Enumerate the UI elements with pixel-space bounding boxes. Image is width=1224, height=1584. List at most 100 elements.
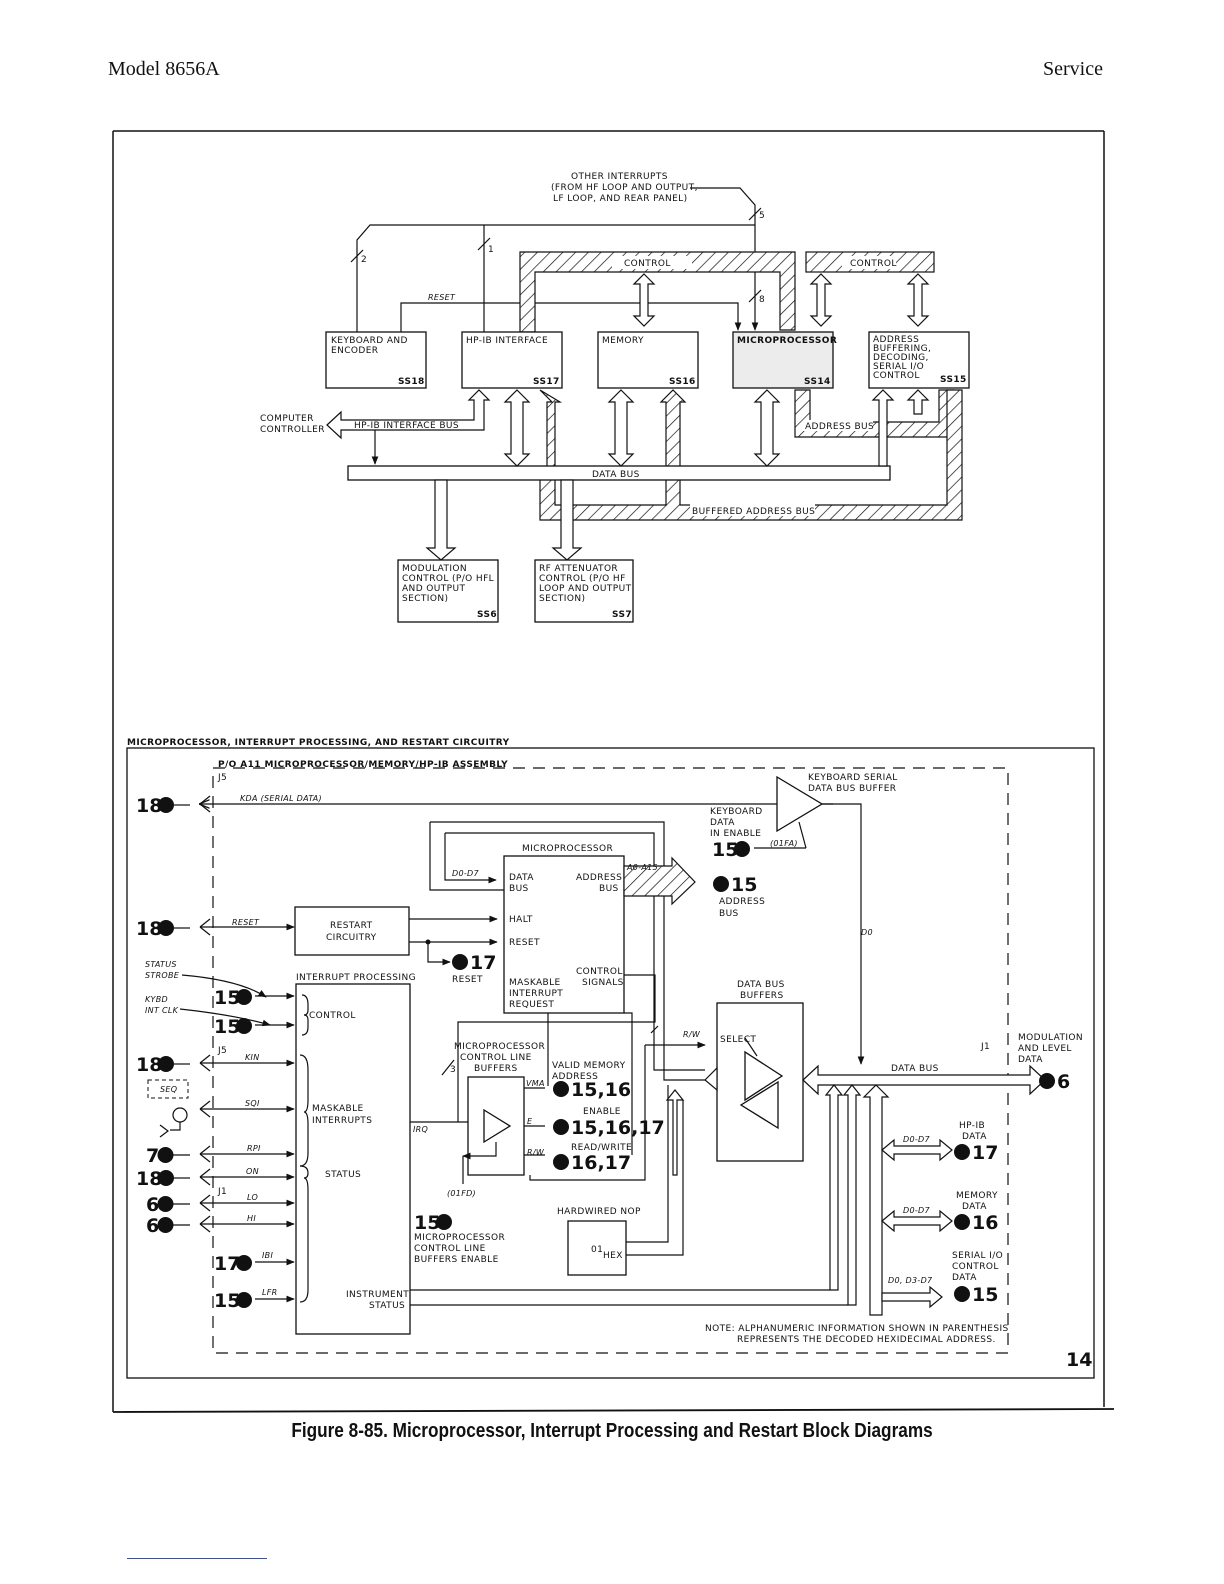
svg-text:D0-D7: D0-D7 <box>903 1206 930 1215</box>
modulation-control-block: MODULATION CONTROL (P/O HFL AND OUTPUT S… <box>397 559 499 623</box>
svg-text:R/W: R/W <box>683 1030 701 1039</box>
svg-text:MICROPROCESSOR: MICROPROCESSOR <box>522 844 613 854</box>
svg-text:J5: J5 <box>217 773 227 783</box>
svg-text:D0-D7: D0-D7 <box>903 1135 930 1144</box>
ref-marker-15-16-q: 15,16 Q <box>553 1079 631 1101</box>
svg-text:15: 15 <box>712 839 738 861</box>
svg-text:RESET: RESET <box>452 975 483 985</box>
header-model: Model 8656A <box>108 58 220 80</box>
keyboard-serial-buffer <box>776 775 824 833</box>
svg-text:SS17: SS17 <box>533 377 560 387</box>
microprocessor-block: MICROPROCESSOR SS14 <box>732 331 837 389</box>
svg-text:U: U <box>958 1146 967 1159</box>
svg-text:6: 6 <box>146 1215 159 1237</box>
svg-text:V: V <box>958 1288 967 1301</box>
svg-text:VMA: VMA <box>526 1079 545 1088</box>
svg-text:SS14: SS14 <box>804 377 831 387</box>
buffered-address-bus <box>539 389 963 521</box>
keyboard-enable-label: KEYBOARD DATA IN ENABLE <box>710 807 766 839</box>
ref-marker-17-u: 17 U <box>954 1142 998 1164</box>
svg-text:Y: Y <box>161 1172 171 1185</box>
svg-text:15: 15 <box>731 874 757 896</box>
hpib-interface-block: HP-IB INTERFACE SS17 <box>461 331 563 389</box>
svg-text:L: L <box>440 1216 447 1229</box>
svg-text:J1: J1 <box>217 1187 227 1197</box>
svg-text:15,16: 15,16 <box>571 1079 631 1101</box>
svg-text:RESET: RESET <box>509 938 540 948</box>
svg-text:F: F <box>162 1219 170 1232</box>
control-bus-1-label: CONTROL <box>624 259 671 269</box>
note-text: NOTE: ALPHANUMERIC INFORMATION SHOWN IN … <box>705 1324 1009 1345</box>
svg-text:CONTROL: CONTROL <box>309 1011 356 1021</box>
svg-text:SS15: SS15 <box>940 375 967 385</box>
svg-text:01: 01 <box>591 1245 603 1255</box>
svg-text:O: O <box>239 1294 248 1307</box>
signal-kin: KIN <box>245 1053 260 1062</box>
svg-text:C: C <box>456 956 464 969</box>
seq-label: SEQ <box>160 1085 177 1094</box>
other-interrupts-label: OTHER INTERRUPTS (FROM HF LOOP AND OUTPU… <box>551 172 701 204</box>
svg-text:ADDRESS BUFFERING,: ADDRESS BUFFERING, DECODING, SERIAL I/O … <box>873 335 935 381</box>
header-section: Service <box>1043 58 1103 80</box>
svg-text:18: 18 <box>136 1168 162 1190</box>
section-title: MICROPROCESSOR, INTERRUPT PROCESSING, AN… <box>127 738 510 748</box>
hpib-interface-bus <box>326 389 491 440</box>
hardwired-nop-block <box>567 1220 627 1276</box>
svg-text:D0-D7: D0-D7 <box>452 869 479 878</box>
svg-text:HARDWIRED NOP: HARDWIRED NOP <box>557 1207 641 1217</box>
signal-lo: LO <box>247 1193 258 1202</box>
svg-text:KDA (SERIAL DATA): KDA (SERIAL DATA) <box>240 794 322 803</box>
svg-text:6: 6 <box>146 1194 159 1216</box>
ref-marker-15-o: 15O <box>214 1290 252 1312</box>
svg-text:HP-IB INTERFACE: HP-IB INTERFACE <box>466 336 548 346</box>
svg-text:READ/WRITE: READ/WRITE <box>571 1143 632 1153</box>
svg-text:15: 15 <box>972 1284 998 1306</box>
svg-text:U: U <box>958 1216 967 1229</box>
svg-text:18: 18 <box>136 795 162 817</box>
svg-text:J1: J1 <box>980 1042 990 1052</box>
signal-lfr: LFR <box>262 1288 278 1297</box>
reset-label: RESET <box>428 293 456 302</box>
ref-marker-15-n: 15N <box>214 987 252 1009</box>
svg-text:15: 15 <box>214 987 240 1009</box>
svg-text:15: 15 <box>414 1212 440 1234</box>
svg-text:15: 15 <box>214 1290 240 1312</box>
svg-text:DATA BUS: DATA BUS <box>891 1064 939 1074</box>
svg-text:ENABLE: ENABLE <box>583 1107 621 1117</box>
svg-text:17: 17 <box>972 1142 998 1164</box>
ref-marker-16-u: 16 U <box>954 1212 998 1234</box>
svg-text:INTERRUPT PROCESSING: INTERRUPT PROCESSING <box>296 973 416 983</box>
svg-text:15: 15 <box>214 1016 240 1038</box>
width-5: 5 <box>759 211 765 221</box>
ref-marker-17-c: 17C <box>452 952 496 974</box>
page-number: 14 <box>1066 1349 1092 1371</box>
svg-text:G: G <box>239 1020 248 1033</box>
svg-text:MODULATION CONTROL (P/: MODULATION CONTROL (P/O HFL AND OUTPUT S… <box>402 564 497 604</box>
rf-attenuator-control-block: RF ATTENUATOR CONTROL (P/O HF LOOP AND O… <box>534 559 634 623</box>
svg-text:MEMORY: MEMORY <box>602 336 644 346</box>
svg-text:Q: Q <box>556 1083 565 1096</box>
svg-text:16: 16 <box>972 1212 998 1234</box>
svg-text:IRQ: IRQ <box>413 1125 428 1134</box>
svg-text:18: 18 <box>136 918 162 940</box>
svg-text:A0-A15: A0-A15 <box>626 863 658 872</box>
svg-text:MICROPROCESSOR: MICROPROCESSOR <box>737 336 837 346</box>
control-bus-1 <box>519 251 796 333</box>
